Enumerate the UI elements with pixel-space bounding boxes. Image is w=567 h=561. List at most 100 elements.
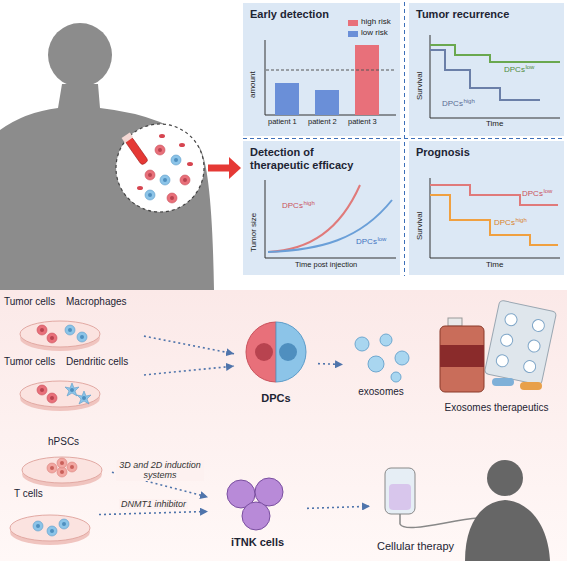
dotted-arrow — [144, 366, 234, 375]
stem-cell — [47, 463, 57, 473]
node-label: Tumor cells — [4, 296, 55, 308]
chart-label: patient 3 — [348, 118, 377, 126]
exosome — [380, 334, 392, 346]
survival-curve — [430, 45, 560, 62]
culture-dish: hPSCs — [20, 436, 110, 484]
culture-dish — [10, 515, 90, 545]
exosome — [368, 356, 384, 372]
node-label: Tumor cells — [4, 356, 55, 368]
red-arrow-shaft — [208, 165, 230, 172]
node-label: T cells — [14, 488, 43, 500]
immune-cell — [145, 190, 155, 200]
zoom-circle — [116, 124, 204, 212]
culture-dish: T cells — [2, 488, 97, 544]
exosome-group: exosomes — [345, 330, 417, 402]
t-cell — [33, 521, 43, 531]
blister — [484, 300, 556, 385]
tumor-cell — [37, 325, 47, 335]
chart-label: DPCs — [504, 66, 525, 75]
red-blood-cell — [137, 186, 143, 190]
capsule — [492, 378, 514, 386]
panel-title: Prognosis — [416, 146, 470, 159]
pill-bottle — [440, 326, 484, 392]
iv-fluid — [389, 484, 411, 510]
panel-ground — [243, 141, 400, 275]
culture-dish — [20, 321, 100, 351]
edge-label: DNMT1 inhibitor — [119, 499, 188, 509]
chart-label: patient 1 — [268, 118, 297, 126]
culture-dish — [20, 381, 100, 411]
axes — [265, 180, 396, 258]
superscript: low — [543, 188, 552, 195]
legend-text: low risk — [361, 29, 388, 38]
exosome — [355, 337, 369, 351]
patient-head — [487, 460, 523, 496]
growth-curve — [268, 200, 392, 252]
iv-tube — [400, 514, 478, 528]
patient-body — [465, 500, 550, 561]
immune-cell — [171, 155, 181, 165]
nucleus — [279, 343, 297, 361]
panel-ground — [409, 141, 564, 275]
survival-curve — [430, 50, 540, 100]
axes — [265, 40, 396, 115]
superscript: high — [303, 200, 314, 207]
tumor-cell — [167, 193, 177, 203]
exosome — [395, 351, 409, 365]
chart-label: DPCs — [522, 190, 543, 199]
red-blood-cell — [187, 162, 193, 166]
co-culture-dish: Tumor cellsMacrophages — [2, 296, 142, 348]
chart-label: DPCs — [356, 238, 377, 247]
chart-label: DPCs — [494, 219, 515, 228]
stem-cell — [57, 458, 67, 468]
legend-swatch — [348, 20, 358, 26]
panel-title: Detection of therapeutic efficacy — [250, 146, 370, 171]
pill — [527, 339, 541, 353]
red-blood-cell — [159, 134, 165, 138]
bar — [315, 90, 339, 115]
red-arrow-head — [229, 157, 241, 179]
divider — [243, 138, 565, 139]
dotted-arrow — [99, 511, 208, 514]
capsule — [520, 382, 542, 390]
stem-cell — [57, 467, 67, 477]
chart-label: DPCs — [282, 202, 303, 211]
superscript: low — [525, 64, 534, 71]
node-label: Exosomes therapeutics — [445, 402, 549, 414]
superscript: high — [515, 217, 526, 224]
dotted-arrow — [307, 506, 370, 508]
iv-bag — [385, 468, 415, 514]
immune-cell — [160, 175, 170, 185]
node-label: iTNK cells — [231, 536, 284, 549]
chart-label: Time — [486, 261, 503, 270]
chart-panel: Prognosis — [409, 141, 564, 275]
pill — [500, 333, 514, 347]
dendritic-cell — [77, 391, 91, 404]
stem-cell — [67, 462, 77, 472]
blister-pack — [484, 300, 556, 385]
node-label: Cellular therapy — [377, 540, 454, 553]
itnk-cell — [255, 478, 283, 506]
culture-dish — [22, 457, 102, 487]
chart-label: Time — [486, 120, 503, 129]
person-body — [0, 84, 214, 290]
edge-label: 3D and 2D induction systems — [116, 460, 204, 481]
growth-curve — [268, 185, 360, 252]
legend-text: high risk — [361, 18, 391, 27]
person-head — [48, 23, 112, 87]
axes — [430, 35, 560, 118]
bottom-ground — [0, 290, 567, 561]
tumor-cell — [47, 333, 57, 343]
node-label: DPCs — [261, 392, 290, 405]
panel-title: Tumor recurrence — [416, 8, 509, 21]
chart-label: DPCs — [442, 100, 463, 109]
dendritic-cell — [65, 383, 79, 396]
survival-curve — [430, 195, 558, 245]
tumor-cell — [180, 175, 190, 185]
dpc-half — [276, 322, 306, 382]
macrophage — [77, 332, 87, 342]
t-cell — [59, 519, 69, 529]
bar — [355, 45, 379, 115]
